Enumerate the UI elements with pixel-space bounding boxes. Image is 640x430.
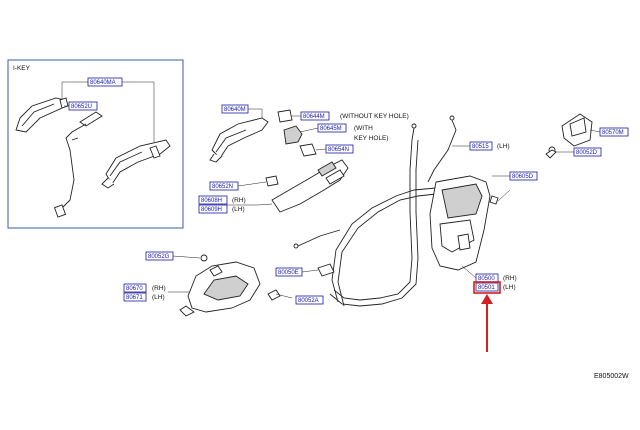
tag-80609H-box <box>198 204 228 214</box>
cable-loop-2 <box>337 193 437 307</box>
cable-short <box>297 229 341 247</box>
outer-handle-drawing <box>211 117 269 159</box>
side-rh-80670: (RH) <box>152 285 166 292</box>
cable-long-1 <box>333 139 413 301</box>
cap-without-key-hole-drawing <box>277 109 293 123</box>
tag-80645M[interactable]: 80645M <box>320 126 342 132</box>
rod-drawing <box>427 119 457 183</box>
figure-code: E805002W <box>594 373 629 380</box>
tag-80500[interactable]: 80500 <box>478 276 495 282</box>
clip-top-drawing <box>489 195 499 205</box>
inner-handle-group: 80052G 80670 (RH) 80671 (LH) 80050E 8005… <box>123 251 335 317</box>
tag-80670-box <box>123 283 147 293</box>
tag-80608H[interactable]: 80608H <box>201 198 222 204</box>
side-rh-80500: (RH) <box>503 275 517 282</box>
tag-80644M[interactable]: 80644M <box>303 114 325 120</box>
side-lh-80515: (LH) <box>497 143 510 150</box>
side-lh-80501: (LH) <box>503 284 516 291</box>
ikey-inset: I-KEY 80640MA 80652U <box>7 59 184 229</box>
tag-80652U[interactable]: 80652U <box>71 104 92 110</box>
tag-80671-box <box>123 292 147 302</box>
tag-80501-box <box>475 282 499 292</box>
tag-80640M[interactable]: 80640M <box>224 107 246 113</box>
bolt-inner-drawing <box>267 289 281 301</box>
gasket-drawing <box>265 175 279 187</box>
outer-handle-group: 80640M 80644M (WITHOUT KEY HOLE) 80645M … <box>198 104 409 214</box>
tag-80050E[interactable]: 80050E <box>278 270 299 276</box>
tag-80501[interactable]: 80501 <box>478 285 495 291</box>
bracket-small-drawing <box>299 143 317 157</box>
striker-group: 80570M 80052D <box>545 113 629 159</box>
cable-long-2 <box>329 139 419 307</box>
note-without-key-hole: (WITHOUT KEY HOLE) <box>340 113 409 120</box>
lock-assembly: 80515 (LH) 80605D <box>429 141 538 271</box>
tag-80605D[interactable]: 80605D <box>512 174 534 180</box>
highlight-arrowhead <box>481 294 493 304</box>
tag-80052D[interactable]: 80052D <box>576 150 598 156</box>
ikey-label: I-KEY <box>13 65 31 72</box>
cable-end-ball <box>293 243 299 249</box>
note-with: (WITH <box>354 125 373 132</box>
ikey-inner-handle-drawing <box>101 139 171 189</box>
screw-inner-drawing <box>200 254 208 262</box>
cap-with-key-hole-drawing <box>283 125 303 145</box>
tag-80640MA[interactable]: 80640MA <box>90 80 116 86</box>
tag-80052G[interactable]: 80052G <box>148 254 170 260</box>
ikey-frame <box>7 59 184 229</box>
tag-80670[interactable]: 80670 <box>126 286 143 292</box>
tag-80609H[interactable]: 80609H <box>201 207 222 213</box>
side-lh-80671: (LH) <box>152 294 165 301</box>
ikey-outer-handle-drawing <box>15 97 69 133</box>
cables <box>293 115 457 307</box>
tag-80052A[interactable]: 80052A <box>298 298 319 304</box>
ikey-sub-part-drawing <box>53 111 103 218</box>
tag-80654N[interactable]: 80654N <box>328 147 349 153</box>
tag-80608H-box <box>198 195 228 205</box>
cable-loop-1 <box>331 187 437 303</box>
tag-80570M[interactable]: 80570M <box>602 130 624 136</box>
tag-80652N[interactable]: 80652N <box>212 184 233 190</box>
highlight-box <box>473 281 501 294</box>
tag-80671[interactable]: 80671 <box>126 295 143 301</box>
tag-80515[interactable]: 80515 <box>472 144 489 150</box>
inner-cable-clip-drawing <box>317 263 335 277</box>
handle-bracket-drawing <box>271 159 349 213</box>
tag-80052A-box <box>295 295 324 305</box>
lock-tags: 80500 (RH) 80501 (LH) <box>461 265 517 352</box>
tag-80052G-box <box>145 251 174 261</box>
side-lh-80609H: (LH) <box>232 206 245 213</box>
side-rh-80608H: (RH) <box>232 197 246 204</box>
note-key-hole: KEY HOLE) <box>354 135 389 142</box>
